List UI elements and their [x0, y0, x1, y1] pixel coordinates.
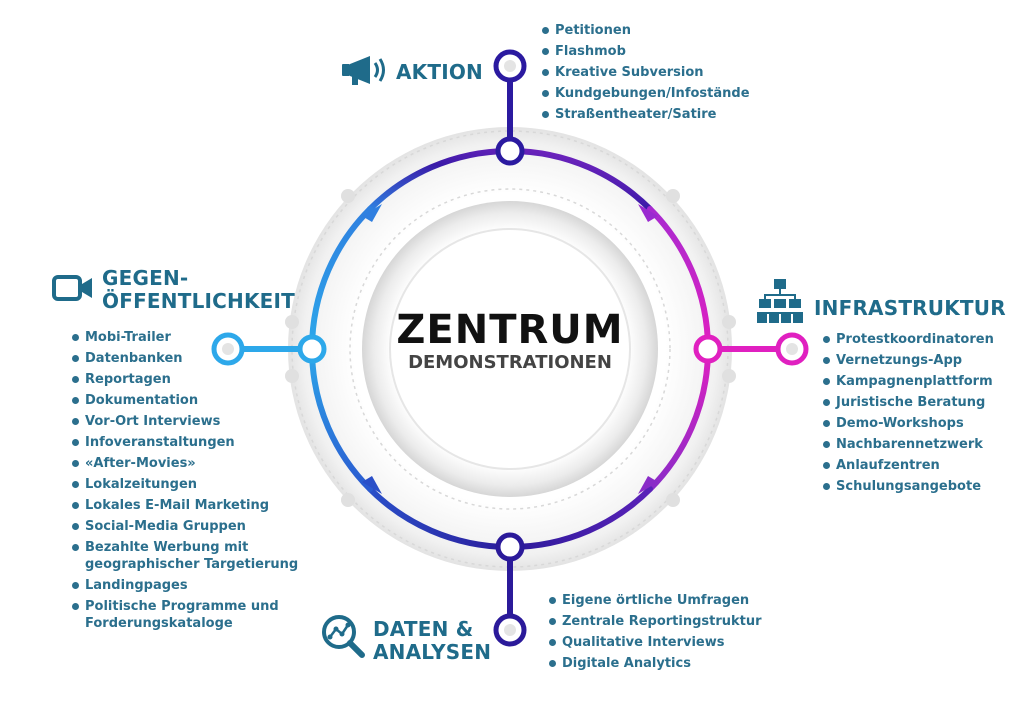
arrow-head-bottom-left	[362, 476, 382, 494]
inner-dashed-ring	[349, 188, 671, 510]
center-subtitle: DEMONSTRATIONEN	[408, 352, 612, 373]
heading-gegenoeffentlichkeit: GEGEN- ÖFFENTLICHKEIT	[102, 267, 295, 313]
list-item: Bezahlte Werbung mit geographischer Targ…	[71, 539, 311, 573]
list-item: Schulungsangebote	[822, 478, 994, 495]
ring-dot	[285, 369, 299, 383]
heading-line: GEGEN-	[102, 266, 189, 290]
list-item: Kreative Subversion	[541, 64, 750, 81]
list-item: Mobi-Trailer	[71, 329, 311, 346]
node-bottom-outer-core	[504, 624, 516, 636]
node-top-outer-core	[504, 60, 516, 72]
list-daten-analysen: Eigene örtliche Umfragen Zentrale Report…	[548, 592, 762, 676]
list-item: Social-Media Gruppen	[71, 518, 311, 535]
ring-dot	[722, 369, 736, 383]
list-item: Petitionen	[541, 22, 750, 39]
list-item: Zentrale Reportingstruktur	[548, 613, 762, 630]
list-item: Lokalzeitungen	[71, 476, 311, 493]
megaphone-icon	[342, 56, 385, 85]
list-item: Reportagen	[71, 371, 311, 388]
list-item: Anlaufzentren	[822, 457, 994, 474]
heading-line: ANALYSEN	[373, 640, 492, 664]
ring-dot	[341, 493, 355, 507]
list-item: Kampagnenplattform	[822, 373, 994, 390]
list-item: Straßentheater/Satire	[541, 106, 750, 123]
heading-line: ÖFFENTLICHKEIT	[102, 289, 296, 313]
node-left-outer-core	[222, 343, 234, 355]
node-left-inner	[297, 334, 327, 364]
center-title: ZENTRUM	[396, 307, 624, 353]
list-item: Juristische Beratung	[822, 394, 994, 411]
video-camera-icon	[52, 275, 92, 301]
heading-infrastruktur: INFRASTRUKTUR	[814, 297, 1006, 320]
node-bottom-inner	[495, 532, 525, 562]
list-item: Eigene örtliche Umfragen	[548, 592, 762, 609]
arrow-head-bottom-right	[638, 476, 658, 494]
heading-line: AKTION	[396, 60, 484, 84]
ring-dot	[666, 493, 680, 507]
heading-line: DATEN &	[373, 617, 474, 641]
list-item: Qualitative Interviews	[548, 634, 762, 651]
list-item: Infoveranstaltungen	[71, 434, 311, 451]
list-item: Protestkoordinatoren	[822, 331, 994, 348]
list-item: Dokumentation	[71, 392, 311, 409]
hierarchy-icon	[757, 279, 803, 323]
heading-daten-analysen: DATEN & ANALYSEN	[373, 618, 491, 664]
list-item: Digitale Analytics	[548, 655, 762, 672]
analytics-magnifier-icon	[322, 615, 365, 658]
ring-dot	[341, 189, 355, 203]
node-right-outer-core	[786, 343, 798, 355]
list-aktion: Petitionen Flashmob Kreative Subversion …	[541, 22, 750, 127]
ring-dot	[285, 315, 299, 329]
list-item: Nachbarennetzwerk	[822, 436, 994, 453]
list-item: Demo-Workshops	[822, 415, 994, 432]
list-item: Kundgebungen/Infostände	[541, 85, 750, 102]
heading-line: INFRASTRUKTUR	[814, 296, 1006, 320]
center-disc	[389, 228, 631, 470]
list-item: Vernetzungs-App	[822, 352, 994, 369]
list-item: Lokales E-Mail Marketing	[71, 497, 311, 514]
heading-aktion: AKTION	[396, 61, 483, 84]
list-item: Politische Programme und Forderungskatal…	[71, 598, 285, 632]
list-infrastruktur: Protestkoordinatoren Vernetzungs-App Kam…	[822, 331, 994, 499]
list-item: «After-Movies»	[71, 455, 311, 472]
list-item: Vor-Ort Interviews	[71, 413, 311, 430]
list-gegenoeffentlichkeit: Mobi-Trailer Datenbanken Reportagen Doku…	[71, 329, 311, 636]
ring-dot	[722, 315, 736, 329]
list-item: Datenbanken	[71, 350, 311, 367]
list-item: Landingpages	[71, 577, 311, 594]
node-right-inner	[693, 334, 723, 364]
node-top-inner	[495, 136, 525, 166]
ring-dot	[666, 189, 680, 203]
arrow-head-top-right	[638, 204, 658, 222]
list-item: Flashmob	[541, 43, 750, 60]
arrow-head-top-left	[362, 204, 382, 222]
